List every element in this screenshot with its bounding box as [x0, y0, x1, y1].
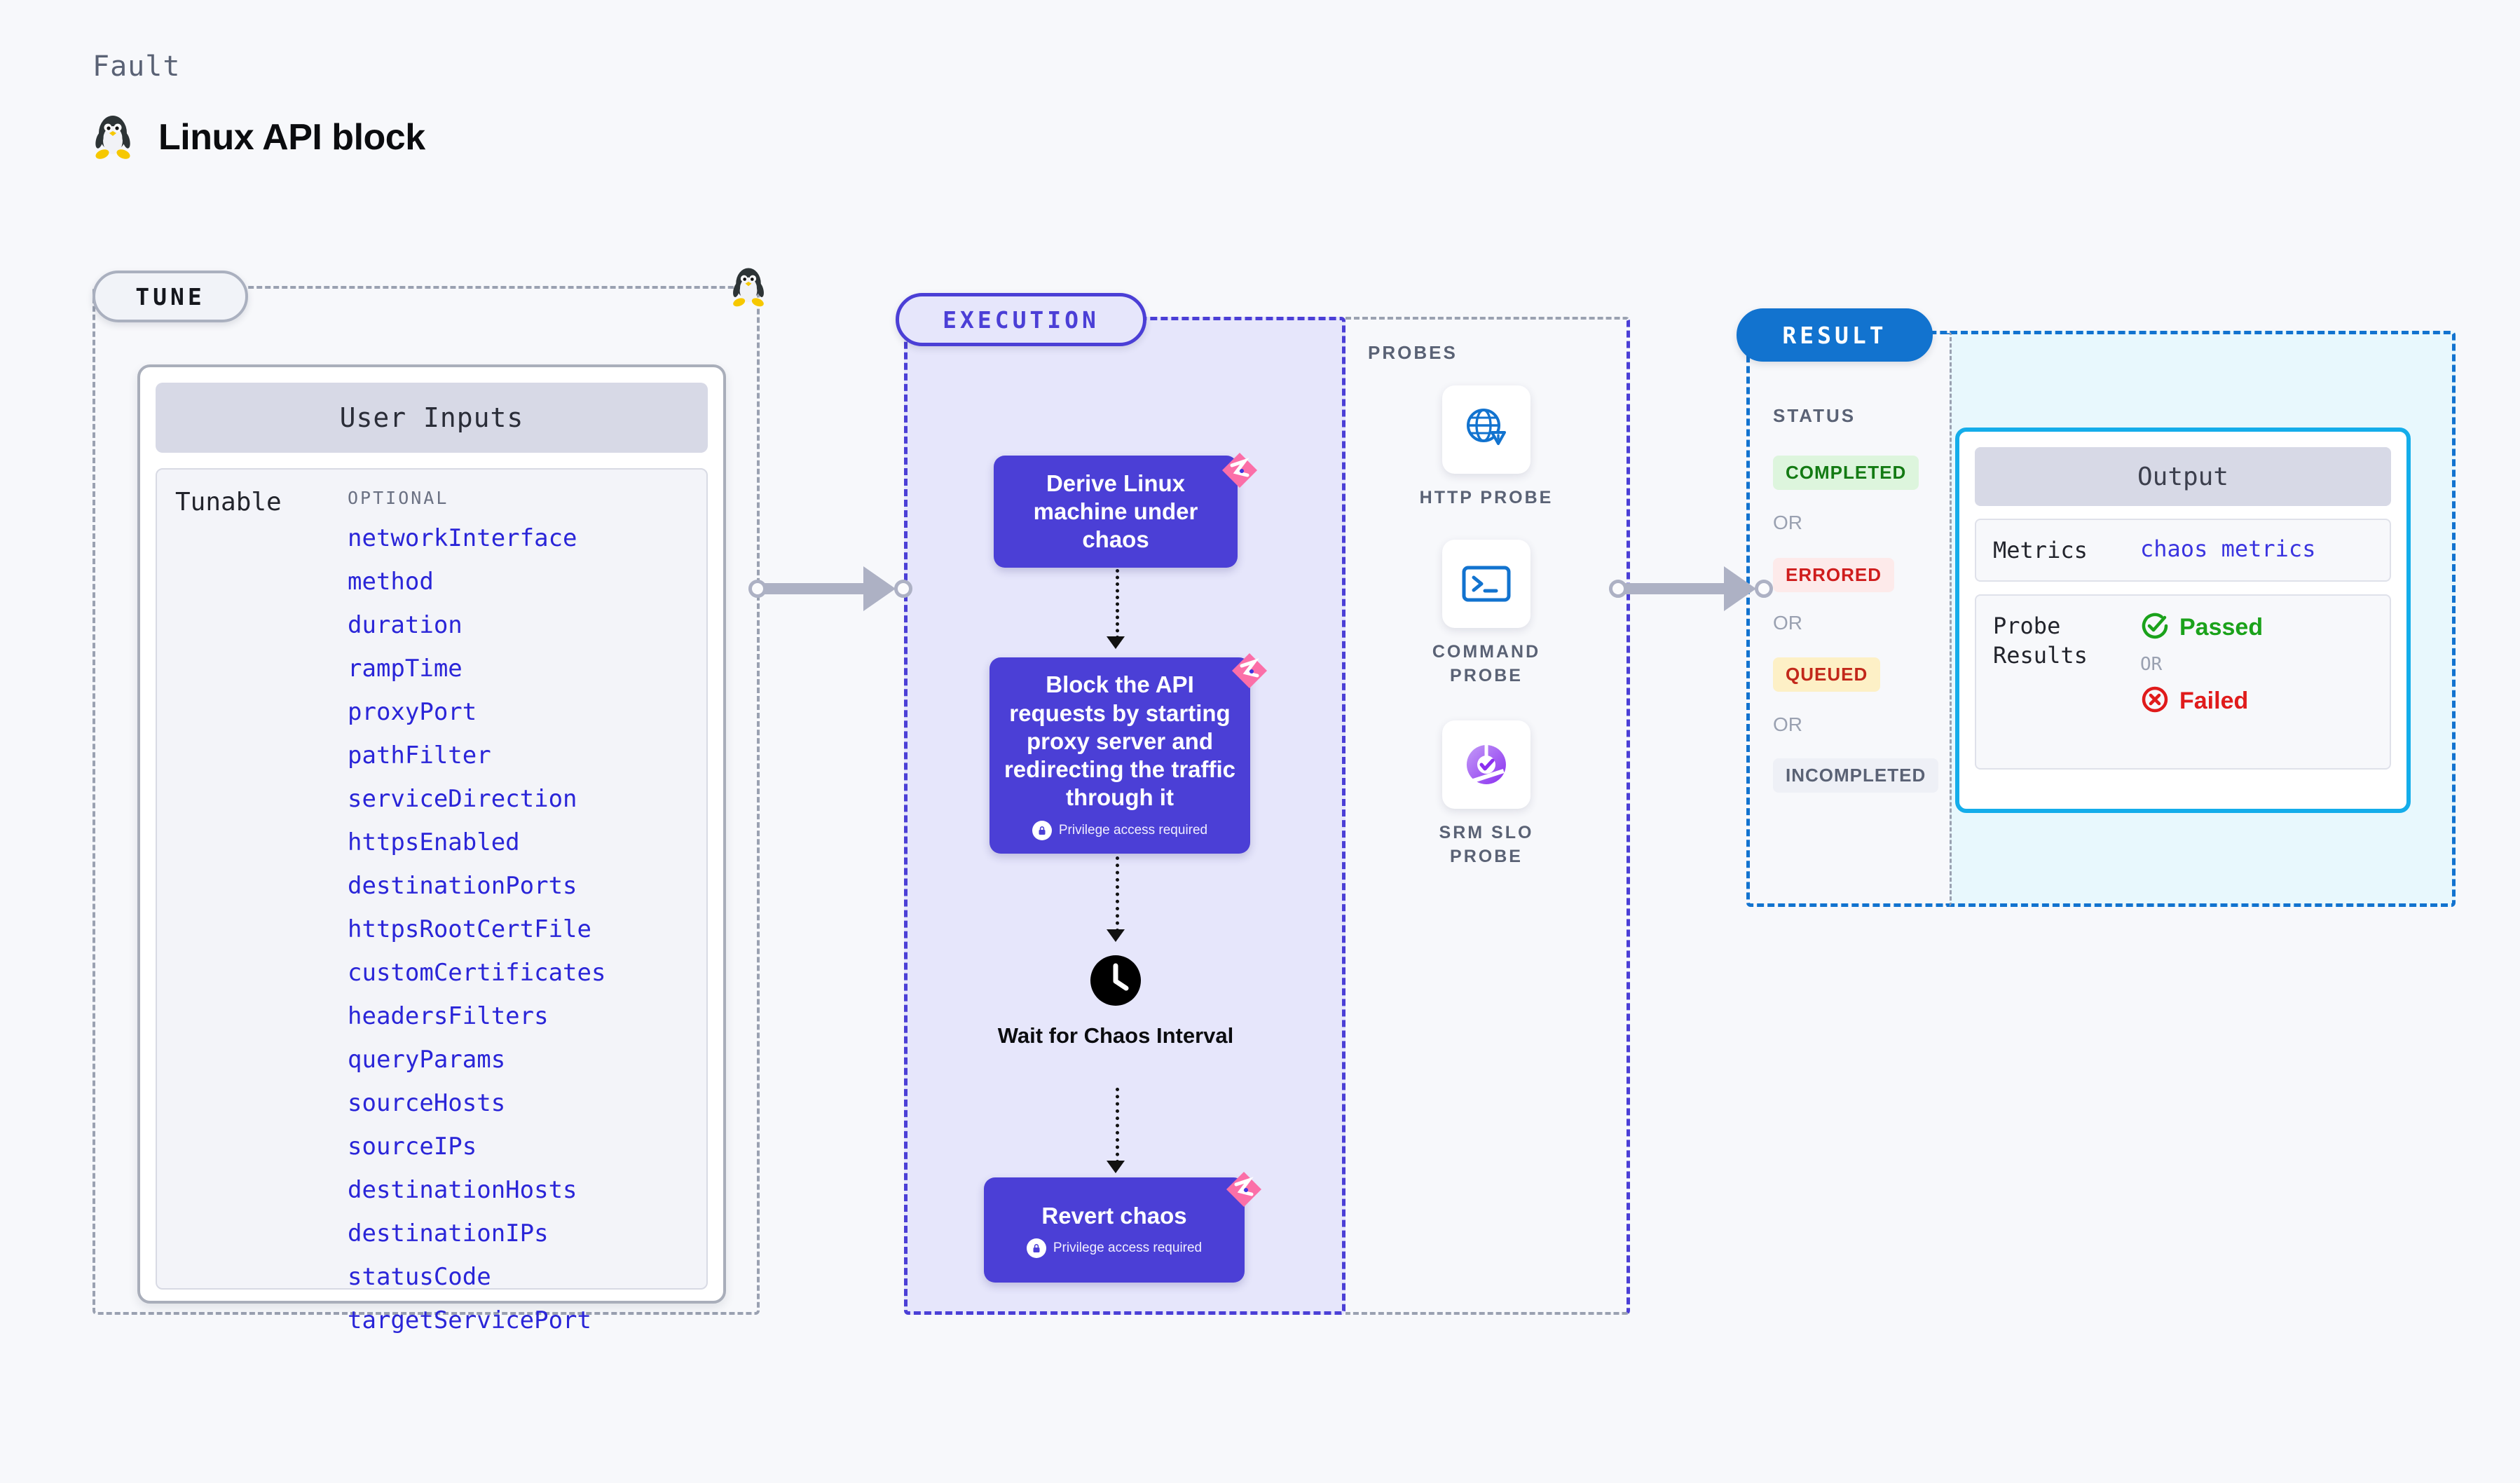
probe-result-separator: OR: [2140, 654, 2163, 676]
linux-tux-corner-icon: [729, 265, 768, 313]
status-title: STATUS: [1773, 405, 1856, 426]
output-title: Output: [1975, 447, 2391, 506]
param-item[interactable]: duration: [348, 611, 463, 639]
flow-step-block-label: Block the API requests by starting proxy…: [1004, 671, 1236, 811]
privilege-note-revert: Privilege access required: [1026, 1238, 1203, 1259]
param-item[interactable]: httpsEnabled: [348, 828, 520, 856]
privilege-note-block-label: Privilege access required: [1058, 822, 1208, 838]
param-item[interactable]: sourceHosts: [348, 1089, 506, 1117]
param-item[interactable]: destinationHosts: [348, 1176, 577, 1204]
optional-label: OPTIONAL: [348, 488, 449, 508]
flow-step-revert[interactable]: Revert chaos Privilege access required: [984, 1177, 1245, 1283]
flow-step-wait: Wait for Chaos Interval: [994, 955, 1238, 1048]
flow-step-derive-label: Derive Linux machine under chaos: [1033, 470, 1198, 553]
result-pill[interactable]: RESULT: [1737, 308, 1933, 362]
arrowhead-icon: [1107, 1161, 1125, 1173]
connector-block-to-wait: [1116, 856, 1119, 932]
param-item[interactable]: statusCode: [348, 1263, 491, 1291]
privilege-note-revert-label: Privilege access required: [1053, 1241, 1203, 1256]
probe-command[interactable]: COMMAND PROBE: [1406, 540, 1567, 688]
status-badge-incompleted: INCOMPLETED: [1773, 758, 1939, 793]
tune-pill[interactable]: TUNE: [93, 271, 248, 322]
probe-srm-slo[interactable]: SRM SLO PROBE: [1406, 720, 1567, 869]
status-badge-queued: QUEUED: [1773, 657, 1881, 692]
param-item[interactable]: proxyPort: [348, 698, 477, 726]
flow-step-revert-label: Revert chaos: [1041, 1202, 1187, 1229]
param-list: OPTIONAL networkInterface method duratio…: [339, 488, 706, 1332]
arrowhead-icon: [1107, 636, 1125, 649]
probe-result-passed: Passed: [2140, 611, 2263, 644]
probe-command-label: COMMAND PROBE: [1432, 642, 1541, 685]
probe-result-failed-label: Failed: [2179, 688, 2249, 715]
lock-icon: [1032, 820, 1052, 840]
param-item[interactable]: pathFilter: [348, 742, 491, 770]
probe-http-label: HTTP PROBE: [1419, 488, 1554, 507]
lock-icon: [1026, 1238, 1046, 1259]
status-badge-errored: ERRORED: [1773, 558, 1895, 592]
execution-pill[interactable]: EXECUTION: [896, 293, 1146, 346]
privilege-note-block: Privilege access required: [1032, 820, 1208, 840]
output-metrics-row: Metrics chaos metrics: [1975, 519, 2391, 582]
probe-result-passed-label: Passed: [2179, 614, 2264, 641]
terminal-icon: [1442, 540, 1531, 628]
connector-wait-to-revert: [1116, 1088, 1119, 1163]
user-inputs-body: Tunable OPTIONAL networkInterface method…: [156, 468, 708, 1332]
fault-kicker: Fault: [93, 50, 181, 83]
status-badge-completed: COMPLETED: [1773, 456, 1919, 490]
result-section-frame: [1746, 331, 1950, 907]
flow-step-wait-label: Wait for Chaos Interval: [997, 1023, 1234, 1048]
connector-execution-to-result: [1609, 566, 1774, 611]
param-item[interactable]: rampTime: [348, 655, 463, 683]
probe-http[interactable]: HTTP PROBE: [1406, 385, 1567, 510]
connector-derive-to-block: [1116, 569, 1119, 639]
output-probe-results-key: Probe Results: [1993, 613, 2088, 669]
probe-result-failed: Failed: [2140, 685, 2263, 718]
user-inputs-card: User Inputs Tunable OPTIONAL networkInte…: [137, 364, 726, 1332]
output-metrics-value[interactable]: chaos metrics: [2140, 535, 2316, 562]
status-separator: OR: [1773, 612, 1802, 634]
connector-tune-to-execution: [748, 566, 914, 611]
probe-srm-slo-label: SRM SLO PROBE: [1439, 823, 1534, 866]
user-inputs-title: User Inputs: [156, 383, 708, 453]
param-item[interactable]: queryParams: [348, 1046, 506, 1074]
param-item[interactable]: destinationPorts: [348, 872, 577, 900]
tunable-group: Tunable: [157, 488, 339, 1288]
output-probe-results-row: Probe Results Passed OR: [1975, 594, 2391, 770]
output-metrics-key: Metrics: [1993, 537, 2088, 563]
param-item[interactable]: headersFilters: [348, 1002, 549, 1030]
flow-step-derive[interactable]: Derive Linux machine under chaos: [994, 456, 1238, 568]
tune-section-frame: [93, 286, 760, 1315]
page-title-row: Linux API block: [91, 112, 425, 163]
page-title: Linux API block: [158, 117, 425, 158]
x-circle-icon: [2140, 685, 2170, 718]
clock-icon: [1090, 955, 1142, 1010]
status-separator: OR: [1773, 512, 1802, 533]
probes-title: PROBES: [1368, 342, 1458, 363]
param-item[interactable]: httpsRootCertFile: [348, 915, 591, 943]
param-item[interactable]: sourceIPs: [348, 1133, 477, 1161]
srm-slo-donut-icon: [1442, 720, 1531, 809]
globe-warning-icon: [1442, 385, 1531, 474]
probes-section-frame: [1345, 317, 1630, 1315]
param-item[interactable]: networkInterface: [348, 524, 577, 552]
check-circle-icon: [2140, 611, 2170, 644]
param-item[interactable]: targetServicePort: [348, 1306, 591, 1334]
param-item[interactable]: method: [348, 568, 434, 596]
arrowhead-icon: [1107, 929, 1125, 942]
output-card: Output Metrics chaos metrics Probe Resul…: [1955, 428, 2411, 813]
param-item[interactable]: destinationIPs: [348, 1219, 549, 1248]
tunable-label: Tunable: [175, 488, 282, 517]
param-item[interactable]: customCertificates: [348, 959, 606, 987]
status-separator: OR: [1773, 713, 1802, 735]
linux-tux-icon: [91, 112, 135, 163]
param-item[interactable]: serviceDirection: [348, 785, 577, 813]
flow-step-block[interactable]: Block the API requests by starting proxy…: [989, 657, 1250, 854]
probe-results-values: Passed OR Failed: [2140, 611, 2263, 718]
